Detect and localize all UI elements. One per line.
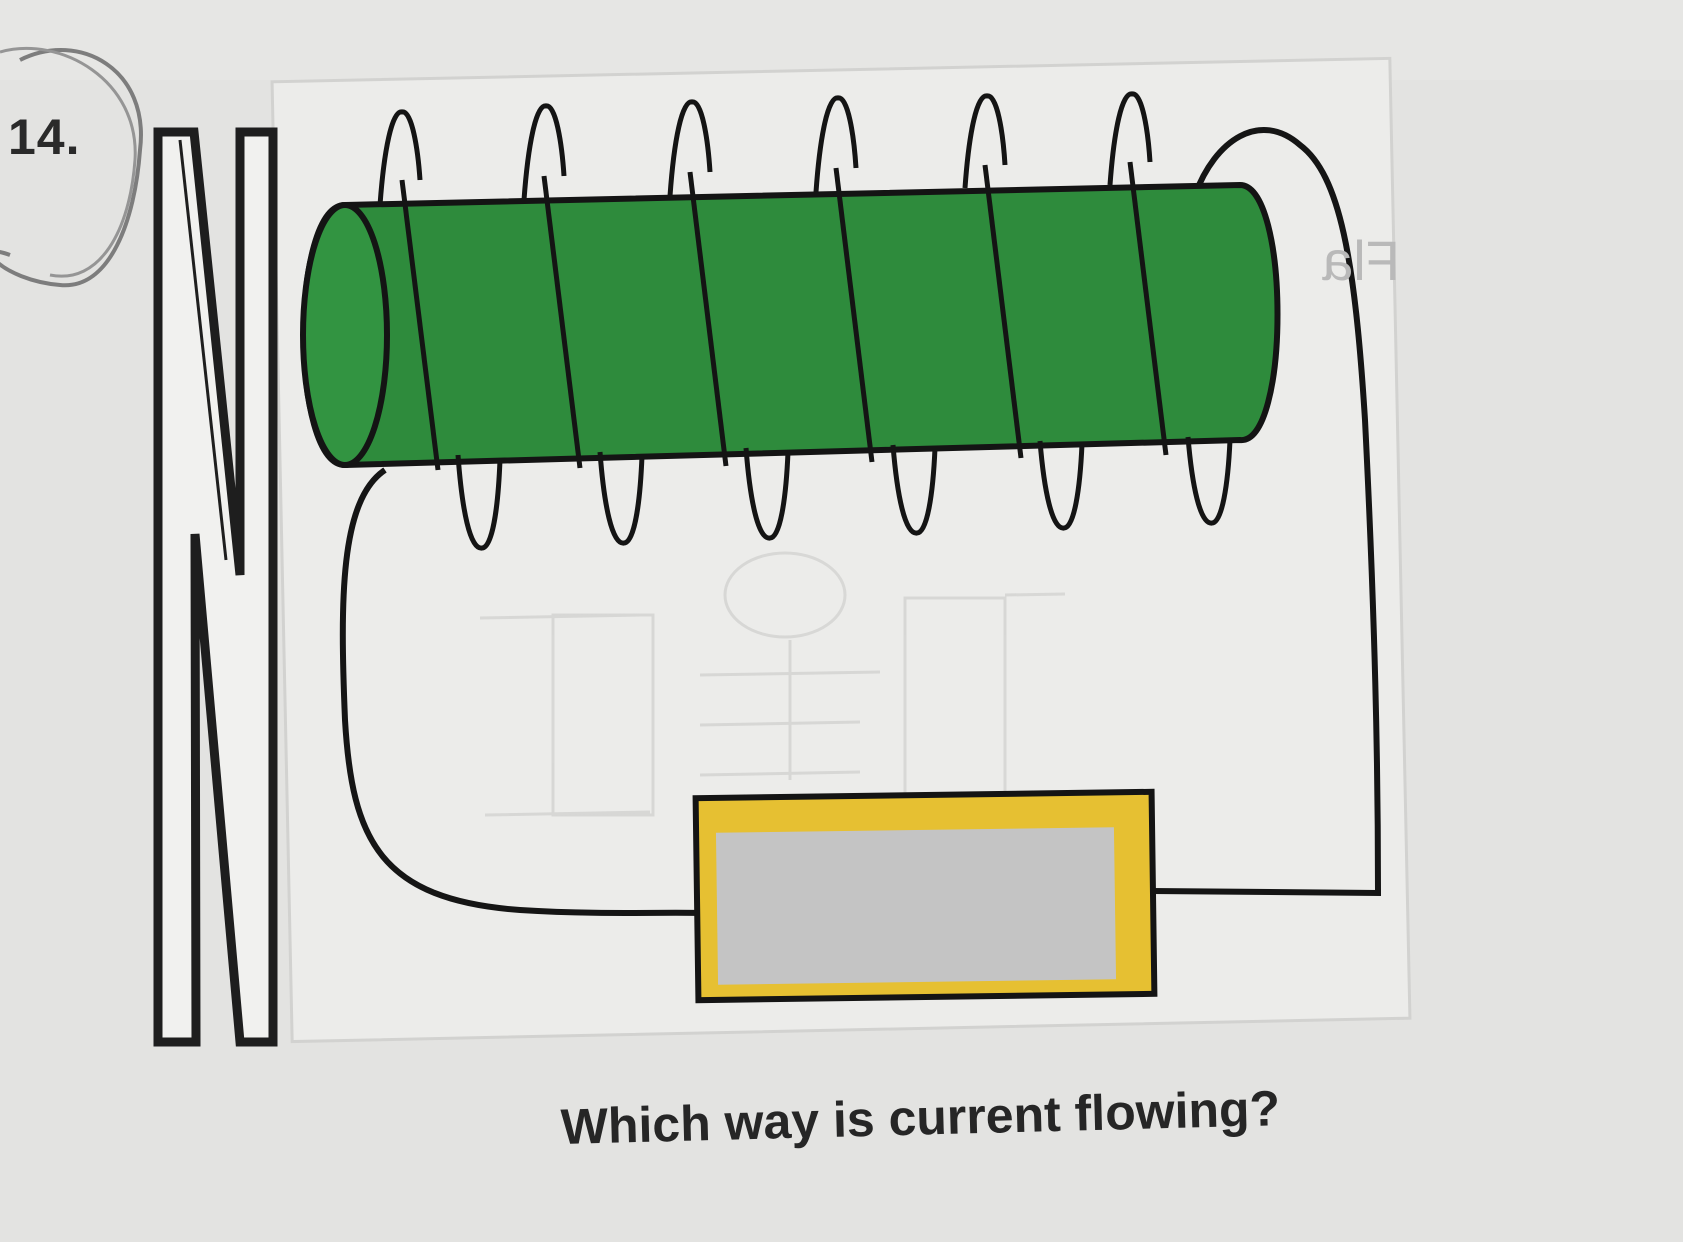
coil-top-loops: [377, 91, 1153, 206]
magnet-north-pole-letter: [153, 127, 278, 1047]
bleed-through-text: Fla: [1321, 229, 1400, 292]
coil-bottom-loops: [455, 436, 1233, 551]
battery-label-cover: [715, 827, 1117, 985]
question-number-circle: [0, 48, 143, 288]
wire-left: [339, 467, 699, 916]
wire-right: [1151, 126, 1382, 897]
bleed-through-marks: [479, 551, 1066, 820]
iron-core: [300, 181, 1281, 469]
coil-front-strands: [399, 161, 1169, 471]
battery: [692, 788, 1158, 1004]
question-number: 14.: [8, 109, 81, 165]
